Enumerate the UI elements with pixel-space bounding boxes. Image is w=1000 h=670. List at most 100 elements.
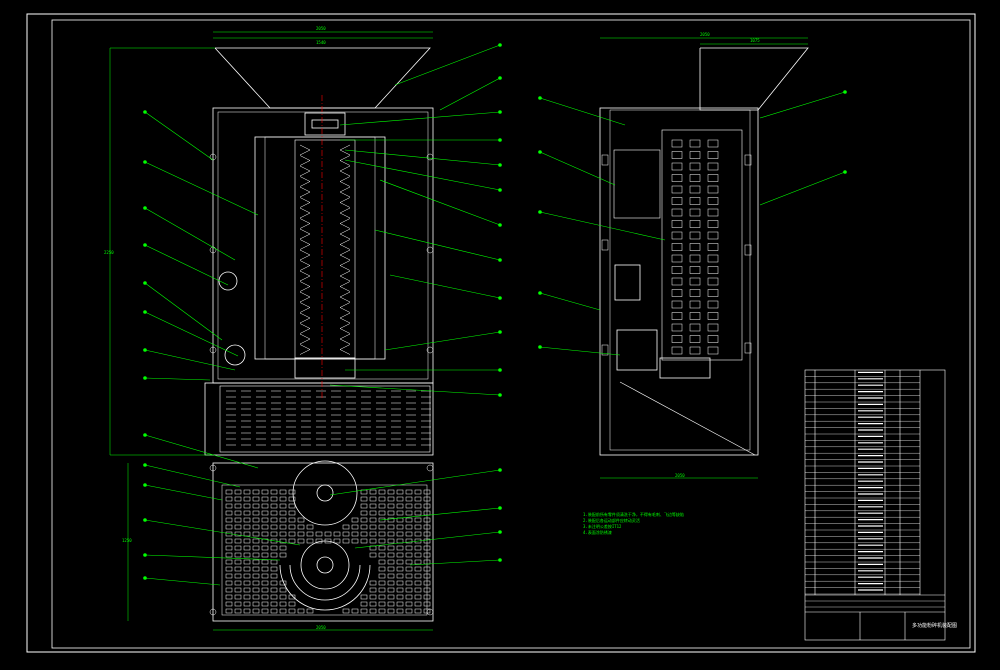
base-grid-cell xyxy=(396,552,404,558)
base-grid-cell xyxy=(261,545,269,551)
base-grid-cell xyxy=(288,538,296,544)
leader-dot xyxy=(538,210,542,214)
side-bolt xyxy=(601,239,609,251)
base-grid-cell xyxy=(405,594,413,600)
bolt xyxy=(426,346,434,354)
base-grid-cell xyxy=(414,524,422,530)
hammer xyxy=(707,254,719,263)
base-grid-cell xyxy=(396,545,404,551)
drawing-title: 多功能粉碎机装配图 xyxy=(912,623,958,629)
leader-dot xyxy=(498,506,502,510)
base-grid-cell xyxy=(243,496,251,502)
base-grid-cell xyxy=(369,503,377,509)
blade-left xyxy=(299,239,311,250)
base-grid-cell xyxy=(252,545,260,551)
hammer xyxy=(707,289,719,297)
base-grid-cell xyxy=(270,566,278,572)
base-grid-cell xyxy=(396,510,404,516)
base-grid-cell xyxy=(279,601,287,607)
base-grid-cell xyxy=(279,594,287,600)
blade-left xyxy=(299,281,311,292)
hammer xyxy=(671,243,683,251)
base-grid-cell xyxy=(225,545,233,551)
base-grid-cell xyxy=(378,552,386,558)
base-grid-cell xyxy=(387,545,395,551)
base-grid-cell xyxy=(405,601,413,607)
base-grid-cell xyxy=(378,496,386,502)
base-grid-cell xyxy=(405,496,413,502)
leader-dot xyxy=(143,553,147,557)
base-grid-cell xyxy=(225,496,233,502)
base-grid-cell xyxy=(405,566,413,572)
base-grid-cell xyxy=(306,531,314,537)
base-grid-cell xyxy=(270,587,278,593)
base-grid-cell xyxy=(315,538,323,544)
leader-dot xyxy=(498,296,502,300)
leader-line xyxy=(144,161,259,216)
leader-dot xyxy=(498,138,502,142)
base-grid-cell xyxy=(360,538,368,544)
hammer xyxy=(671,197,683,205)
base-grid-cell xyxy=(369,496,377,502)
outer-frame xyxy=(26,13,976,653)
leader-line xyxy=(329,469,501,496)
hammer xyxy=(671,151,683,159)
hammer xyxy=(671,346,683,355)
blade-right xyxy=(339,249,351,261)
base-grid-cell xyxy=(396,587,404,593)
hammer xyxy=(689,254,701,263)
blade-right xyxy=(339,144,351,156)
hammer xyxy=(671,139,683,148)
base-grid-cell xyxy=(396,524,404,530)
base-grid-cell xyxy=(396,496,404,502)
base-grid-cell xyxy=(387,510,395,516)
base-grid-cell xyxy=(261,587,269,593)
hammer xyxy=(707,231,719,240)
base-grid-cell xyxy=(234,587,242,593)
base-grid-cell xyxy=(288,503,296,509)
leader-dot xyxy=(143,310,147,314)
base-grid-cell xyxy=(414,559,422,565)
leader-line xyxy=(539,97,626,126)
base-grid-cell xyxy=(423,496,431,502)
base-grid-cell xyxy=(252,531,260,537)
base-grid-cell xyxy=(378,489,386,495)
base-grid-cell xyxy=(396,601,404,607)
base-grid-cell xyxy=(405,524,413,530)
base-grid-cell xyxy=(405,608,413,614)
side-body xyxy=(599,107,759,456)
hammer xyxy=(689,277,701,286)
base-grid-cell xyxy=(405,503,413,509)
leader-dot xyxy=(498,368,502,372)
hammer xyxy=(707,220,719,228)
base-grid-cell xyxy=(279,545,287,551)
base-grid-cell xyxy=(234,517,242,523)
base-grid-cell xyxy=(378,545,386,551)
base-grid-cell xyxy=(378,608,386,614)
base-grid-cell xyxy=(261,503,269,509)
blade-right xyxy=(339,312,351,324)
hammer xyxy=(689,139,701,148)
hammer xyxy=(671,312,683,320)
blade-right xyxy=(339,302,351,313)
hammer xyxy=(689,266,701,274)
base-grid-cell xyxy=(270,601,278,607)
base-grid-cell xyxy=(423,573,431,579)
base-grid-cell xyxy=(234,566,242,572)
hammer xyxy=(671,289,683,297)
hammer xyxy=(671,323,683,332)
base-grid-cell xyxy=(387,517,395,523)
base-grid-cell xyxy=(270,503,278,509)
hammer xyxy=(707,139,719,148)
leader-line xyxy=(339,111,501,126)
hammer xyxy=(671,208,683,217)
leader-line xyxy=(384,331,501,351)
base-grid-cell xyxy=(261,573,269,579)
base-grid-cell xyxy=(423,601,431,607)
hammer xyxy=(671,231,683,240)
base-grid-cell xyxy=(252,538,260,544)
base-grid-cell xyxy=(405,552,413,558)
blade-right xyxy=(339,260,351,271)
base-grid-cell xyxy=(405,531,413,537)
base-grid-cell xyxy=(252,517,260,523)
